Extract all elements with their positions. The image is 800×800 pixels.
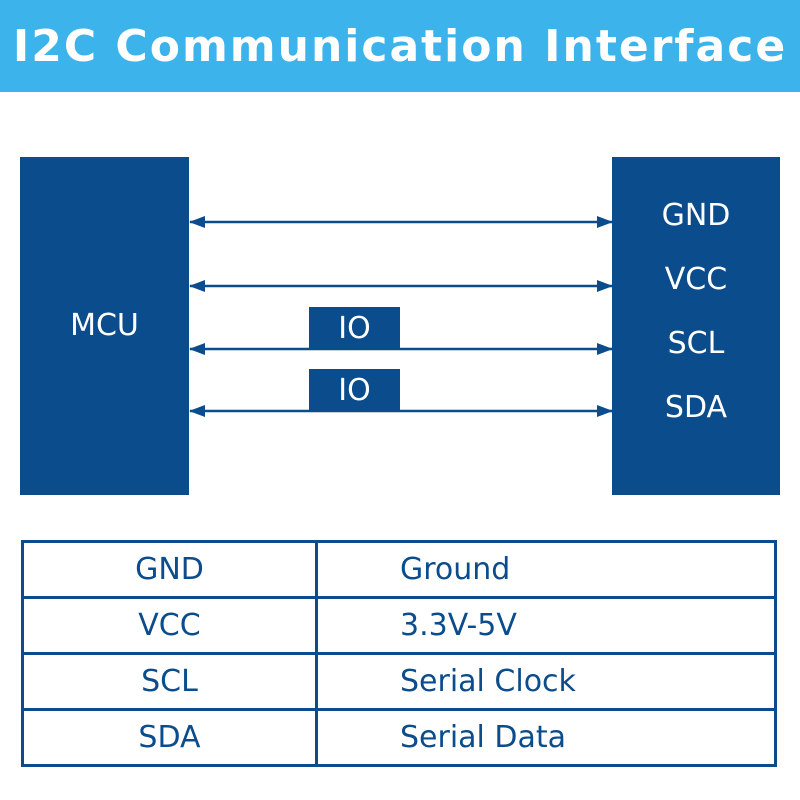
table-cell-description: Serial Data	[315, 708, 777, 767]
mcu-label: MCU	[70, 308, 139, 343]
table-cell-pin: VCC	[21, 596, 318, 655]
page-title: I2C Communication Interface	[12, 20, 788, 72]
title-banner: I2C Communication Interface	[0, 0, 800, 92]
io-box-sda: IO	[309, 369, 400, 411]
module-pin-vcc: VCC	[664, 262, 728, 297]
table-row: VCC 3.3V-5V	[21, 596, 777, 655]
table-cell-pin: SDA	[21, 708, 318, 767]
module-pin-gnd: GND	[661, 198, 731, 233]
table-cell-pin: GND	[21, 540, 318, 599]
table-row: SCL Serial Clock	[21, 652, 777, 711]
module-pin-sda: SDA	[664, 390, 728, 425]
io-label: IO	[338, 372, 371, 408]
io-box-scl: IO	[309, 307, 400, 349]
table-cell-description: Ground	[315, 540, 777, 599]
mcu-block: MCU	[20, 157, 189, 495]
table-cell-description: 3.3V-5V	[315, 596, 777, 655]
table-cell-description: Serial Clock	[315, 652, 777, 711]
pin-description-table: GND Ground VCC 3.3V-5V SCL Serial Clock …	[21, 540, 777, 767]
table-cell-pin: SCL	[21, 652, 318, 711]
module-block	[612, 157, 780, 495]
table-row: GND Ground	[21, 540, 777, 599]
io-label: IO	[338, 310, 371, 346]
table-row: SDA Serial Data	[21, 708, 777, 767]
module-pin-scl: SCL	[667, 326, 725, 361]
